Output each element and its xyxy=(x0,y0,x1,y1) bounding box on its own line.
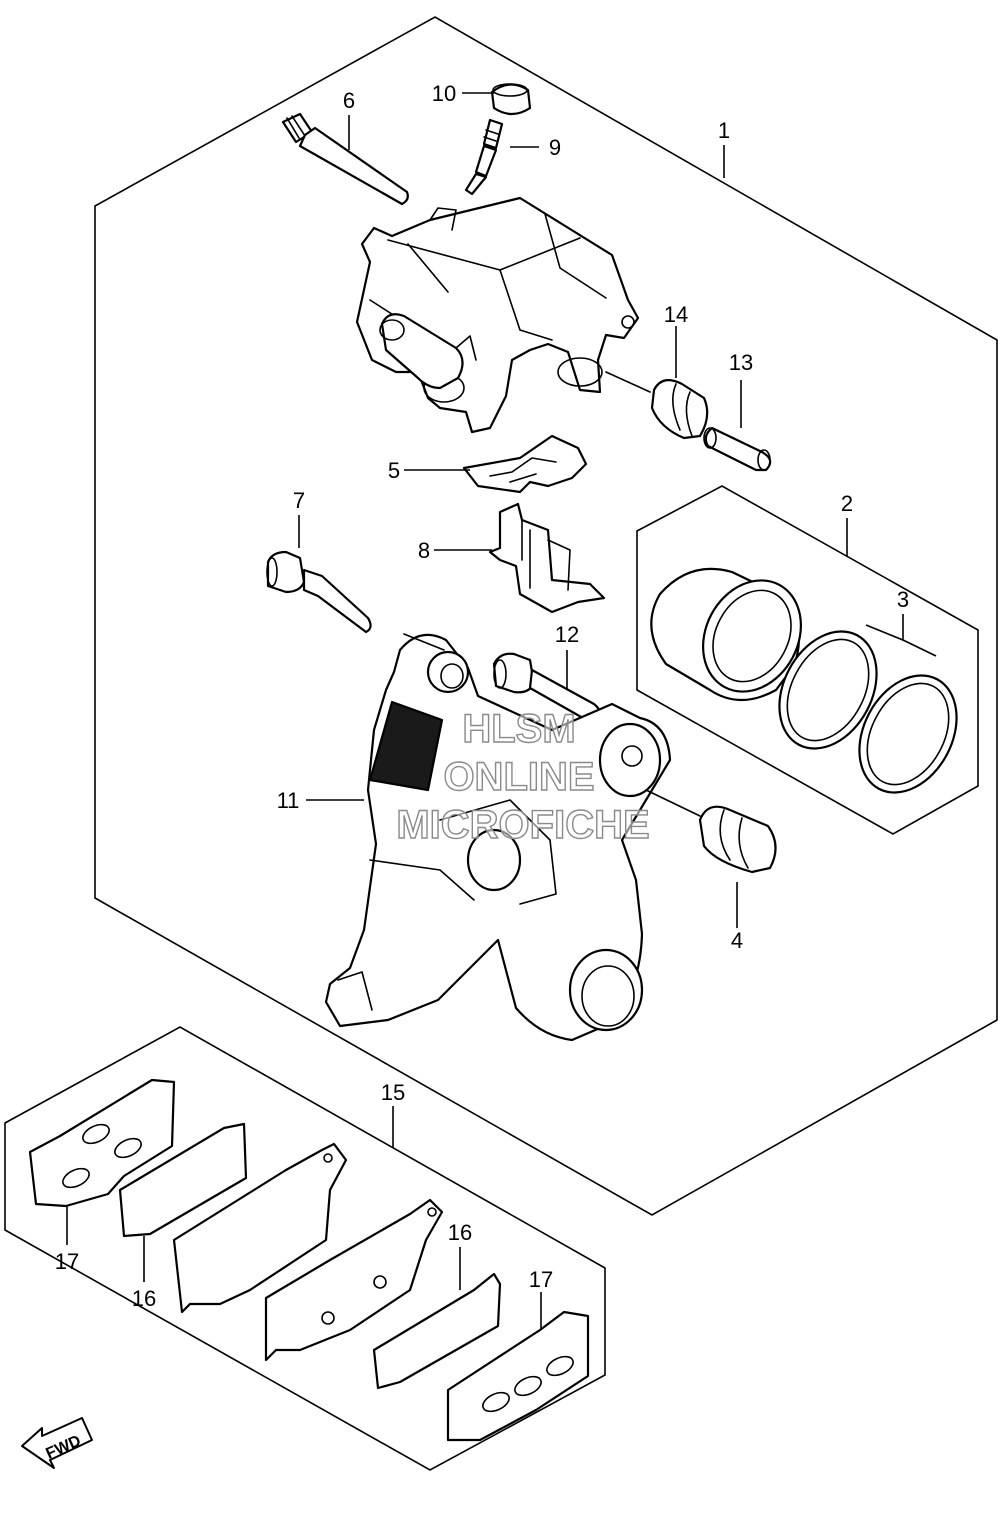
forward-direction-arrow-icon: FWD xyxy=(21,1417,93,1469)
brake-pad-left[interactable] xyxy=(172,1142,348,1314)
watermark-line-2: ONLINE xyxy=(443,755,594,799)
pad-retainer[interactable] xyxy=(488,502,606,614)
pad-set-frame xyxy=(4,1026,606,1471)
callout-7: 7 xyxy=(293,488,305,513)
callout-4: 4 xyxy=(731,928,743,953)
pad-pin[interactable] xyxy=(281,112,409,206)
pad-spring[interactable] xyxy=(462,434,588,494)
caliper-bracket[interactable] xyxy=(324,633,672,1042)
callout-10: 10 xyxy=(432,81,456,106)
callout-9: 9 xyxy=(549,135,561,160)
callout-3: 3 xyxy=(897,587,909,612)
callout-11: 11 xyxy=(277,788,300,813)
callout-13: 13 xyxy=(729,350,753,375)
slide-pin-sleeve[interactable] xyxy=(703,426,772,472)
pin-boot-upper[interactable] xyxy=(605,371,709,440)
bracket-bolt-7[interactable] xyxy=(266,550,372,634)
pad-insulator-right[interactable] xyxy=(372,1272,502,1390)
caliper-piston[interactable] xyxy=(650,563,820,709)
bracket-shim-pad xyxy=(368,700,444,792)
bleeder-cap[interactable] xyxy=(490,83,532,116)
callout-6: 6 xyxy=(343,88,355,113)
callout-17-right: 17 xyxy=(529,1267,553,1292)
callout-16-left: 16 xyxy=(132,1286,156,1311)
pad-shim-left[interactable] xyxy=(28,1078,176,1208)
brake-pad-right[interactable] xyxy=(264,1198,444,1362)
callout-17-left: 17 xyxy=(55,1249,79,1274)
bleeder-valve[interactable] xyxy=(464,118,504,196)
callout-12: 12 xyxy=(555,622,579,647)
piston-seal-pair[interactable] xyxy=(760,615,976,810)
callout-5: 5 xyxy=(388,458,400,483)
callout-8: 8 xyxy=(418,538,430,563)
pad-shim-right[interactable] xyxy=(446,1310,590,1442)
callout-2: 2 xyxy=(841,491,853,516)
pin-boot-lower[interactable] xyxy=(645,789,777,874)
callout-15: 15 xyxy=(381,1080,405,1105)
callout-16-right: 16 xyxy=(448,1220,472,1245)
piston-seal-frame xyxy=(636,485,979,835)
watermark-line-3: MICROFICHE xyxy=(396,803,649,847)
callout-14: 14 xyxy=(664,302,688,327)
callout-1: 1 xyxy=(718,118,730,143)
watermark-line-1: HLSM xyxy=(462,707,575,751)
watermark: HLSM ONLINE MICROFICHE xyxy=(396,706,651,847)
caliper-body[interactable] xyxy=(355,196,640,434)
caliper-assembly-frame xyxy=(94,16,998,1216)
leader-lines xyxy=(66,92,937,1330)
pad-insulator-left[interactable] xyxy=(118,1122,248,1238)
